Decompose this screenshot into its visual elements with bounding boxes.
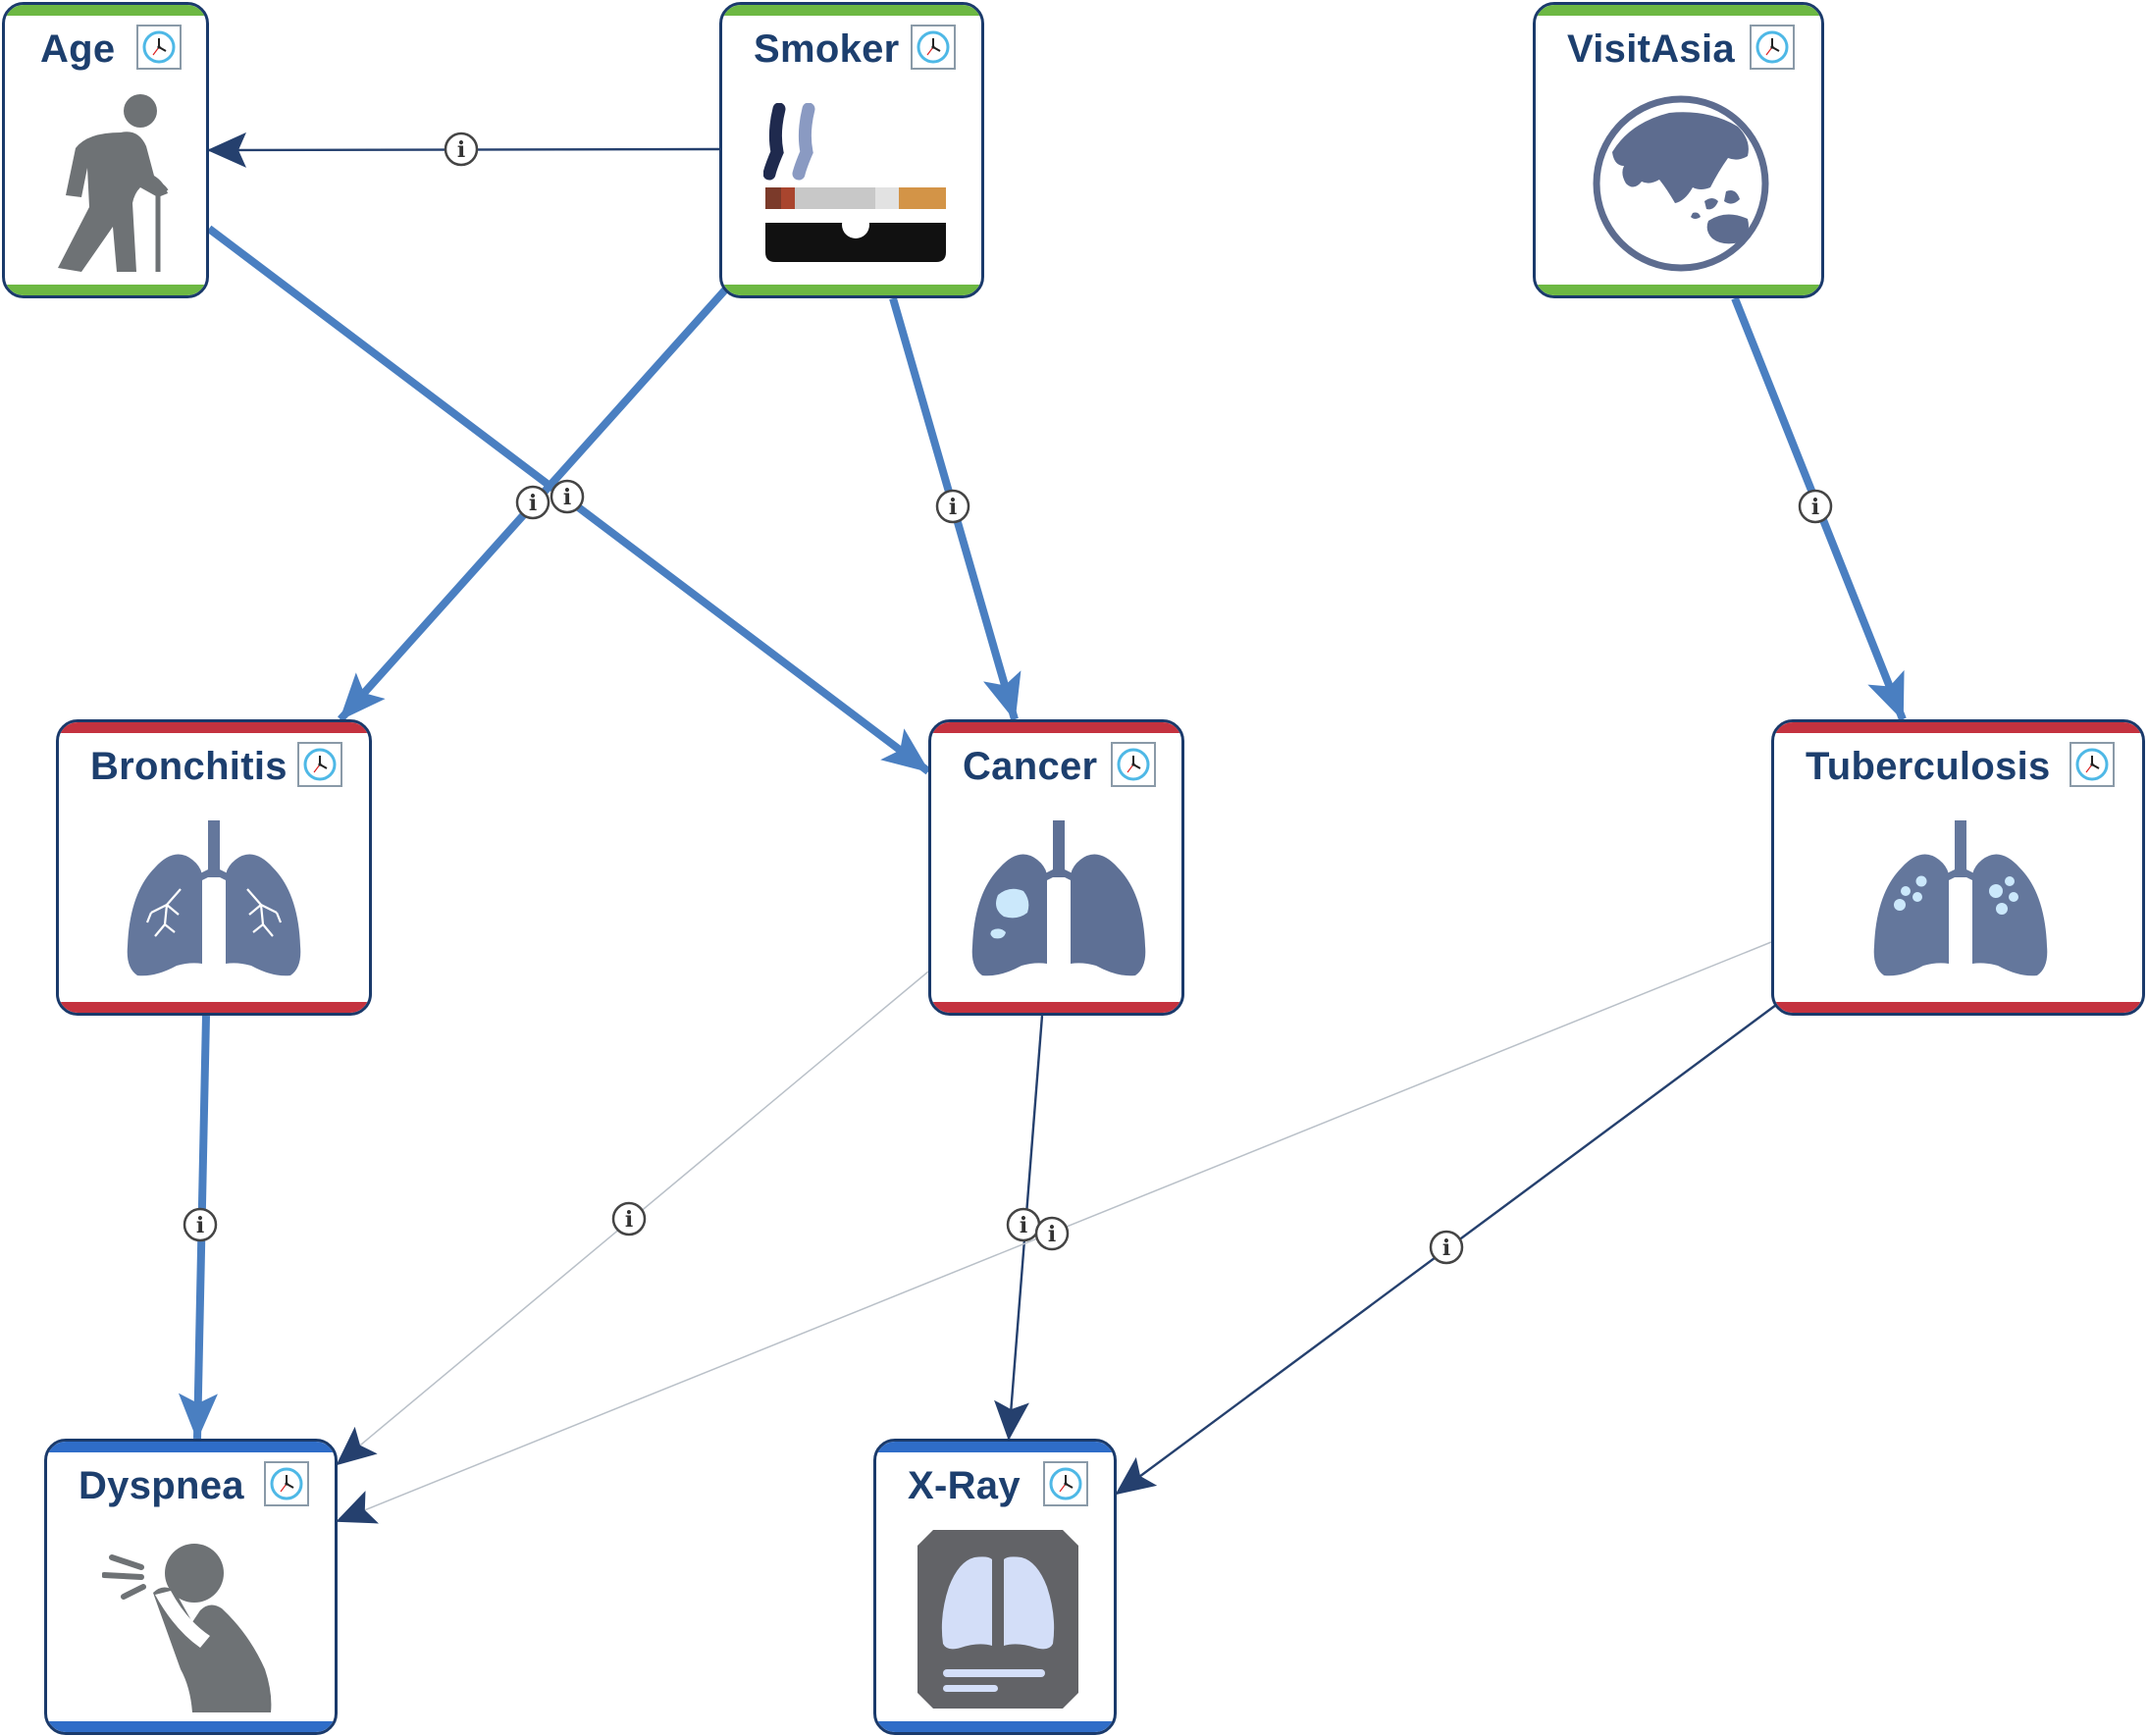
info-glyph: i [1020,1213,1027,1238]
node-xray[interactable]: X-Ray [873,1439,1117,1735]
node-title-xray: X-Ray [908,1464,1021,1507]
info-glyph: i [1048,1222,1056,1247]
node-title-cancer: Cancer [963,745,1098,788]
clock-icon[interactable] [911,25,956,70]
root-band [722,5,981,16]
node-cancer[interactable]: Cancer [928,719,1184,1016]
globe-asia-icon [1593,95,1769,272]
elderly-person-icon [58,94,169,272]
node-title-dyspnea: Dyspnea [79,1464,244,1507]
info-glyph: i [949,495,957,520]
node-bronchitis[interactable]: Bronchitis [56,719,372,1016]
info-icon[interactable]: i [444,132,479,167]
info-glyph: i [563,485,571,510]
root-band [1536,5,1821,16]
disease-band [59,1002,369,1013]
info-glyph: i [196,1213,204,1238]
symptom-band [876,1721,1114,1732]
coughing-person-icon [102,1544,272,1712]
info-glyph: i [625,1207,633,1233]
root-band [1536,285,1821,295]
info-icon[interactable]: i [1006,1207,1041,1242]
root-band [722,285,981,295]
clock-icon[interactable] [1750,25,1795,70]
info-glyph: i [529,491,537,516]
symptom-band [47,1721,335,1732]
cigarette-icon [763,103,946,262]
node-title-bronchitis: Bronchitis [90,745,288,788]
node-tuberculosis[interactable]: Tuberculosis [1771,719,2145,1016]
info-glyph: i [1442,1236,1450,1261]
info-icon[interactable]: i [1429,1230,1464,1265]
info-icon[interactable]: i [611,1201,647,1236]
info-icon[interactable]: i [183,1207,218,1242]
info-glyph: i [457,137,465,163]
node-title-visitasia: VisitAsia [1567,27,1735,71]
symptom-band [47,1442,335,1452]
root-band [5,5,206,16]
disease-band [931,1002,1181,1013]
info-icon[interactable]: i [935,489,970,524]
clock-icon[interactable] [1111,742,1156,787]
node-smoker[interactable]: Smoker [719,2,984,298]
info-icon[interactable]: i [550,479,585,514]
lungs-bronchi-icon [127,820,301,976]
disease-band [1774,722,2142,733]
node-visitasia[interactable]: VisitAsia [1533,2,1824,298]
disease-band [59,722,369,733]
info-icon[interactable]: i [1034,1216,1070,1251]
lungs-spots-icon [1873,820,2048,976]
chest-xray-icon [917,1530,1078,1709]
info-glyph: i [1811,495,1819,520]
lungs-tumor-icon [971,820,1146,976]
node-dyspnea[interactable]: Dyspnea [44,1439,338,1735]
info-icon[interactable]: i [515,485,550,520]
symptom-band [876,1442,1114,1452]
disease-band [931,722,1181,733]
node-title-smoker: Smoker [754,27,900,71]
clock-icon[interactable] [136,25,182,70]
node-age[interactable]: Age [2,2,209,298]
clock-icon[interactable] [1043,1461,1088,1506]
root-band [5,285,206,295]
info-icon[interactable]: i [1798,489,1833,524]
disease-band [1774,1002,2142,1013]
clock-icon[interactable] [2069,742,2115,787]
node-title-age: Age [40,27,116,71]
clock-icon[interactable] [297,742,342,787]
node-title-tuberculosis: Tuberculosis [1806,745,2051,788]
clock-icon[interactable] [264,1461,309,1506]
